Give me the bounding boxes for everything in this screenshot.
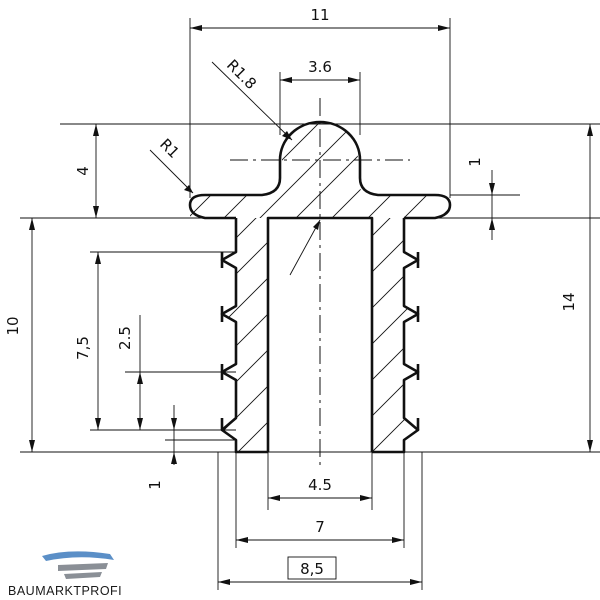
hatch-line (302, 210, 552, 460)
hatch-line (360, 122, 450, 218)
hatch-line (577, 110, 600, 225)
dim-flange-thickness: 1 (466, 157, 484, 167)
hatch-line (518, 210, 600, 460)
hatch-line (0, 110, 80, 225)
hatch-line (446, 210, 600, 460)
hatch-line (288, 122, 405, 218)
brand-logo: BAUMARKTPROFI (8, 551, 122, 598)
hatch-line (252, 122, 369, 218)
dim-total-height: 14 (560, 292, 578, 311)
dim-bottom-gap: 1 (146, 480, 164, 490)
hatch-line (190, 122, 225, 218)
section-hatching (0, 110, 600, 460)
hatch-line (265, 218, 268, 452)
hatch-line (508, 210, 600, 460)
radius-leaders (149, 61, 321, 276)
hatch-line (190, 122, 261, 218)
hatch-line (1, 110, 116, 225)
hatch-line (372, 218, 418, 452)
hatch-line (338, 210, 588, 460)
dim-rib-zone: 7,5 (74, 336, 92, 360)
hatch-line (372, 218, 418, 452)
dim-rib-pitch: 2.5 (116, 326, 134, 350)
hatch-line (222, 218, 268, 452)
hatch-line (222, 218, 268, 452)
dim-ball-width: 3.6 (308, 58, 332, 76)
hatch-line (222, 218, 268, 452)
extension-lines (20, 18, 600, 590)
dim-shank-height: 10 (4, 316, 22, 335)
dim-radius-top: R1.8 (223, 56, 260, 93)
logo-text: BAUMARKTPROFI (8, 584, 122, 598)
hatch-line (554, 210, 600, 460)
dimension-lines (29, 25, 593, 585)
dim-rib-diameter: 8,5 (300, 560, 324, 578)
hatch-line (505, 110, 600, 225)
hatch-line (0, 110, 44, 225)
hatch-line (590, 210, 600, 460)
dimension-labels: 11 R1.8 3.6 R1 4 1 14 10 7,5 2.5 1 4.5 7… (4, 6, 578, 578)
centre-lines (230, 98, 410, 470)
dim-bore-diameter: 4.5 (308, 476, 332, 494)
hatch-line (372, 218, 418, 452)
hatch-line (396, 122, 450, 218)
hatch-line (40, 210, 290, 460)
hatch-line (544, 210, 600, 460)
dim-shank-diameter: 7 (315, 518, 325, 536)
hatch-line (0, 110, 8, 225)
hatch-line (0, 210, 192, 460)
dim-top-width: 11 (310, 6, 329, 24)
hatch-line (436, 210, 600, 460)
hatch-line (472, 210, 600, 460)
hatch-line (372, 218, 399, 452)
hatch-line (541, 110, 600, 225)
hatch-line (410, 210, 600, 460)
hatch-line (399, 218, 418, 452)
hatch-line (372, 218, 418, 452)
logo-swoosh-icon (42, 551, 114, 579)
hatch-line (482, 210, 600, 460)
dim-head-height: 4 (74, 166, 92, 176)
hatch-line (76, 210, 326, 460)
dim-radius-flange: R1 (156, 135, 183, 162)
hatch-line (216, 122, 333, 218)
hatch-line (372, 218, 418, 452)
hatch-line (469, 110, 584, 225)
hatch-line (222, 218, 229, 452)
part-outline (188, 120, 452, 454)
